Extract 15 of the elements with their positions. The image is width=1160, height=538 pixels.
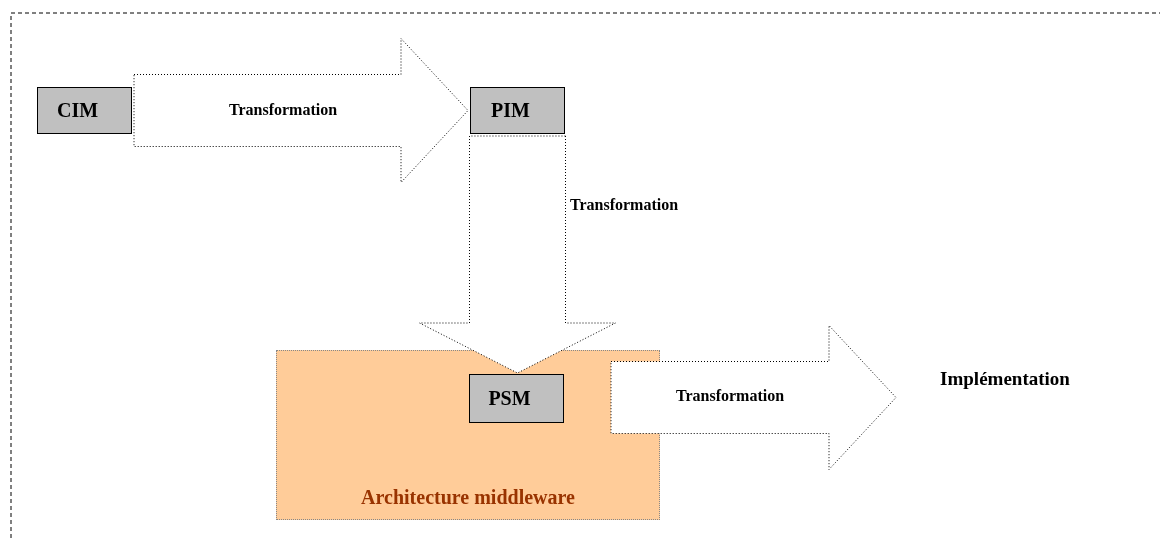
block-arrow xyxy=(133,38,469,183)
edge-label: Transformation xyxy=(569,196,679,214)
edge-label: Transformation xyxy=(228,101,338,119)
block-arrow xyxy=(610,325,897,470)
model-name: PIM xyxy=(491,99,530,122)
layer-title: Architecture middleware xyxy=(361,486,575,509)
model-box xyxy=(470,87,565,134)
edge-label: Transformation xyxy=(675,387,785,405)
model-box xyxy=(37,87,132,134)
block-arrow xyxy=(419,135,616,374)
layer-box xyxy=(276,350,660,520)
output-label: Implémentation xyxy=(940,368,1070,390)
model-box xyxy=(469,374,564,423)
model-name: CIM xyxy=(56,99,99,122)
model-name: PSM xyxy=(488,387,531,410)
